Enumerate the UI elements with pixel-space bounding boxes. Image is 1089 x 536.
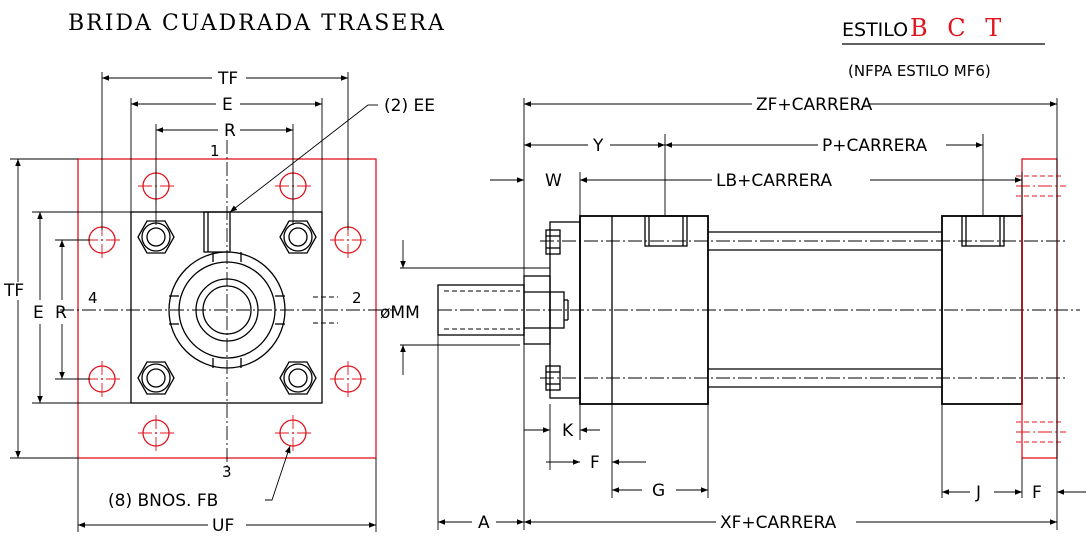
tie-rod-nut [137, 220, 175, 254]
cylinder-head [579, 215, 709, 405]
position-4: 4 [88, 289, 98, 307]
dim-f-rear: F [1032, 483, 1042, 503]
dim-lb: LB+CARRERA [716, 171, 832, 191]
dim-p: P+CARRERA [822, 136, 927, 156]
dim-tf-top: TF [217, 69, 238, 89]
dim-a: A [478, 513, 490, 533]
flange-bolt-hole [138, 415, 174, 451]
cap-port [961, 215, 1005, 247]
dim-f-front: F [590, 453, 600, 473]
dim-e-top: E [222, 95, 233, 115]
dim-xf: XF+CARRERA [720, 513, 837, 533]
style-code: B C T [910, 14, 1007, 42]
flange-bolt-hole [330, 361, 366, 397]
front-view: TF E R TF E R UF 1 2 3 4 (2) EE [3, 69, 435, 536]
flange-bolt-hole [275, 415, 311, 451]
dim-r-left: R [55, 303, 67, 323]
dim-zf: ZF+CARRERA [756, 95, 873, 115]
dim-e-left: E [33, 303, 44, 323]
dim-mm: øMM [380, 303, 420, 323]
dim-w: W [545, 171, 562, 191]
side-view: ZF+CARRERA Y P+CARRERA W LB+CARRERA øMM … [380, 95, 1086, 533]
rear-flange-side [1021, 158, 1058, 459]
tie-rod-nut [279, 361, 317, 395]
head-port [644, 215, 688, 247]
tie-rod-nut [137, 361, 175, 395]
dim-g: G [652, 481, 665, 501]
cylinder-head-outline [130, 211, 323, 404]
tie-rod-nut [279, 220, 317, 254]
position-1: 1 [210, 142, 220, 160]
dim-j: J [975, 483, 981, 503]
dim-y: Y [592, 136, 604, 156]
port-callout: (2) EE [384, 96, 435, 116]
piston-rod-end [202, 285, 252, 335]
position-3: 3 [222, 463, 232, 481]
position-2: 2 [352, 289, 362, 307]
holes-callout: (8) BNOS. FB [108, 491, 218, 511]
drawing-title: BRIDA CUADRADA TRASERA [68, 11, 446, 36]
dim-r-top: R [224, 121, 236, 141]
port-ee [203, 211, 231, 253]
style-prefix: ESTILO [842, 19, 908, 41]
dim-uf: UF [212, 516, 234, 536]
dim-tf-left: TF [3, 281, 24, 301]
nfpa-note: (NFPA ESTILO MF6) [848, 62, 991, 80]
dim-k: K [562, 421, 574, 441]
